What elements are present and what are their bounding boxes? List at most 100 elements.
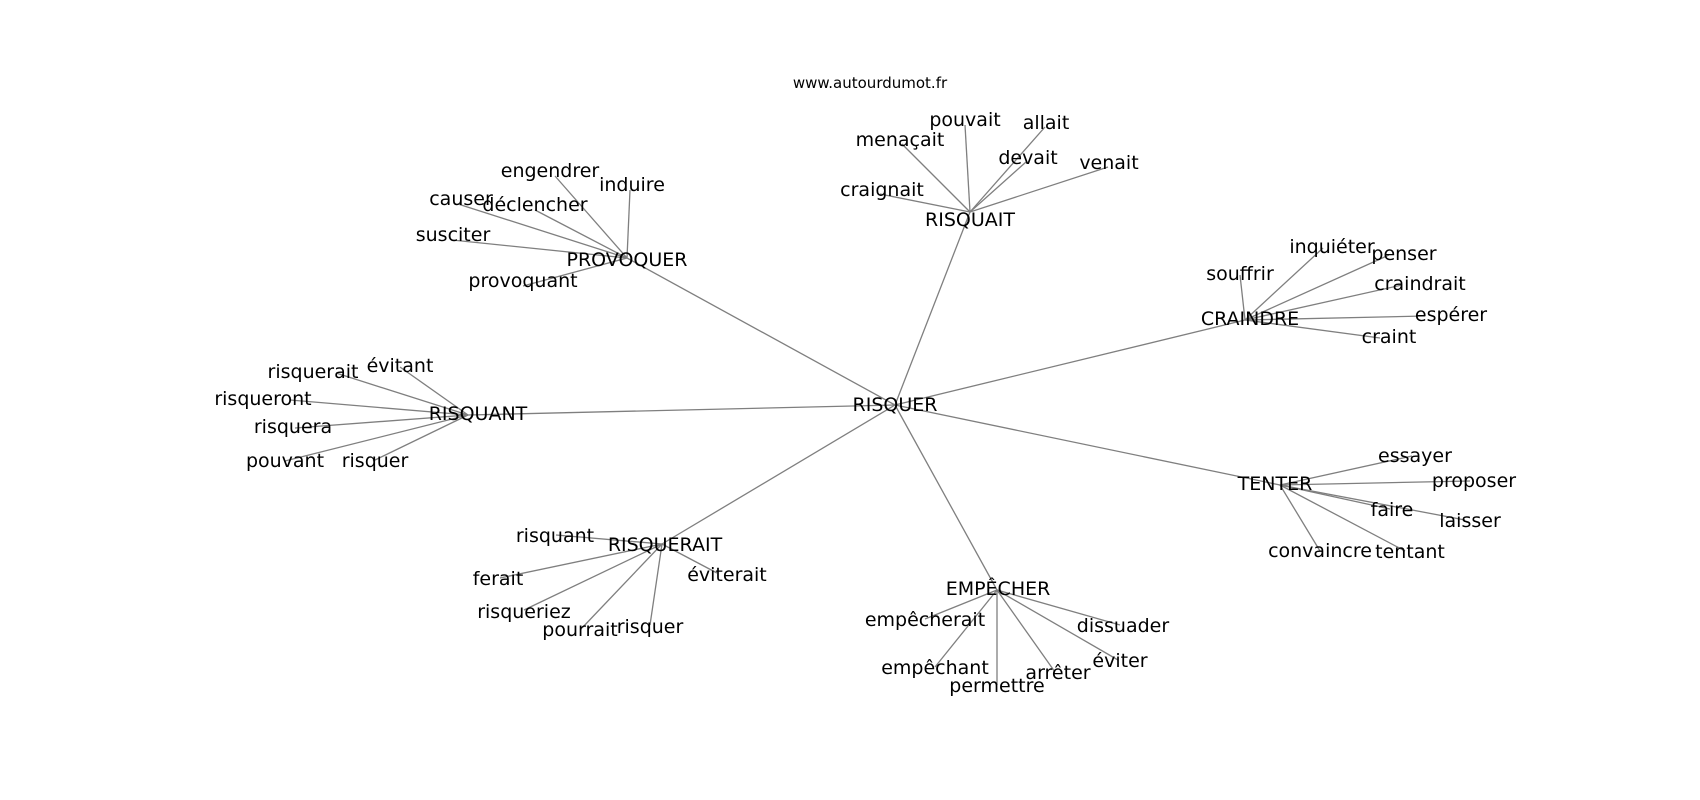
edge-risquait-leaf-2: [969, 126, 1046, 213]
leaf-node-empecher-2: éviter: [1092, 650, 1147, 672]
leaf-node-risquerait-3: risqueriez: [477, 601, 571, 623]
edge-tenter-leaf-1: [1279, 480, 1471, 486]
edge-tenter-leaf-4: [1279, 484, 1321, 552]
edge-center-empecher: [894, 404, 998, 591]
edges-layer: [284, 124, 1471, 685]
edge-center-provoquer: [626, 257, 896, 406]
leaf-node-empecher-3: empêchant: [881, 657, 989, 679]
edge-provoquer-leaf-2: [457, 203, 628, 259]
leaf-node-risquant-2: risqueront: [214, 388, 311, 410]
edge-risquant-leaf-1: [399, 366, 469, 416]
leaf-node-risquait-1: pouvait: [929, 109, 1000, 131]
leaf-node-risquait-0: menaçait: [856, 129, 945, 151]
leaf-node-empecher-0: empêcherait: [865, 609, 985, 631]
leaf-node-provoquer-2: causer: [429, 188, 493, 210]
edge-risquant-leaf-3: [294, 414, 469, 429]
leaf-node-risquant-3: risquera: [254, 416, 332, 438]
edge-tenter-leaf-0: [1279, 455, 1413, 486]
leaf-node-empecher-5: permettre: [949, 675, 1044, 697]
edge-tenter-leaf-3: [1279, 484, 1466, 521]
leaf-node-risquant-4: pouvant: [246, 450, 324, 472]
edge-risquerait-leaf-5: [649, 543, 663, 626]
edge-provoquer-leaf-4: [451, 239, 628, 259]
edge-craindre-leaf-4: [1244, 315, 1426, 321]
edge-risquait-leaf-3: [969, 161, 1027, 213]
leaf-node-risquait-5: craignait: [840, 179, 924, 201]
leaf-node-tenter-2: faire: [1371, 499, 1414, 521]
hub-node-tenter: TENTER: [1237, 473, 1313, 495]
leaf-node-provoquer-1: induire: [599, 174, 665, 196]
leaf-node-tenter-5: tentant: [1375, 541, 1445, 563]
edge-risquerait-leaf-2: [661, 543, 718, 574]
edge-craindre-leaf-0: [1244, 247, 1324, 321]
edge-risquant-leaf-2: [289, 399, 469, 416]
leaf-node-risquait-3: devait: [998, 147, 1057, 169]
leaf-node-risquerait-5: risquer: [617, 616, 684, 638]
hub-node-provoquer: PROVOQUER: [567, 249, 688, 271]
edge-empecher-leaf-2: [996, 589, 1119, 661]
edge-empecher-leaf-1: [996, 589, 1121, 626]
edge-provoquer-leaf-1: [626, 189, 631, 259]
hub-node-risquant: RISQUANT: [429, 403, 528, 425]
hub-node-risquait: RISQUAIT: [925, 209, 1015, 231]
edge-provoquer-leaf-5: [522, 257, 628, 287]
leaf-node-tenter-3: laisser: [1439, 510, 1501, 532]
edge-craindre-leaf-2: [1239, 274, 1246, 321]
leaf-node-risquant-5: risquer: [342, 450, 409, 472]
leaf-node-tenter-1: proposer: [1432, 470, 1516, 492]
edge-risquant-leaf-4: [284, 414, 469, 462]
leaf-node-tenter-0: essayer: [1378, 445, 1452, 467]
edge-craindre-leaf-3: [1244, 284, 1403, 321]
leaf-node-craindre-0: inquiéter: [1289, 236, 1375, 258]
leaf-node-empecher-1: dissuader: [1077, 615, 1170, 637]
edge-center-risquerait: [661, 404, 896, 545]
edge-risquait-leaf-5: [879, 193, 971, 213]
leaf-node-risquerait-0: risquant: [516, 525, 594, 547]
hub-node-empecher: EMPÊCHER: [946, 577, 1051, 600]
edge-center-craindre: [894, 319, 1246, 406]
leaf-node-risquerait-2: éviterait: [687, 564, 767, 586]
edge-risquant-leaf-5: [372, 414, 469, 462]
leaf-node-tenter-4: convaincre: [1268, 540, 1372, 562]
leaf-node-risquerait-4: pourrait: [542, 619, 617, 641]
leaf-node-provoquer-4: susciter: [416, 224, 491, 246]
edge-risquant-leaf-0: [335, 372, 469, 416]
edge-risquait-leaf-4: [969, 166, 1109, 213]
leaf-node-craindre-4: espérer: [1415, 304, 1487, 326]
edge-provoquer-leaf-3: [534, 209, 628, 259]
edge-empecher-leaf-3: [934, 589, 998, 668]
edge-center-tenter: [894, 404, 1281, 486]
edge-risquerait-leaf-1: [499, 543, 663, 579]
leaf-node-empecher-4: arrêter: [1025, 662, 1090, 684]
source-watermark: www.autourdumot.fr: [793, 74, 948, 92]
edge-center-risquait: [894, 211, 971, 406]
edge-risquait-leaf-0: [901, 143, 971, 213]
leaf-node-risquait-2: allait: [1023, 112, 1070, 134]
edge-tenter-leaf-5: [1279, 484, 1406, 552]
edge-craindre-leaf-5: [1244, 319, 1381, 339]
edge-risquait-leaf-1: [964, 124, 971, 213]
edge-risquerait-leaf-3: [523, 543, 663, 611]
hub-node-craindre: CRAINDRE: [1201, 308, 1299, 330]
leaf-node-craindre-5: craint: [1362, 326, 1417, 348]
edge-center-risquant: [467, 404, 896, 416]
leaf-node-provoquer-5: provoquant: [468, 270, 577, 292]
edge-craindre-leaf-1: [1244, 254, 1390, 321]
edge-risquerait-leaf-4: [581, 543, 663, 629]
leaf-node-provoquer-3: déclencher: [482, 194, 587, 216]
leaf-node-risquant-1: évitant: [367, 355, 434, 377]
leaf-node-provoquer-0: engendrer: [501, 160, 600, 182]
leaf-node-craindre-3: craindrait: [1374, 273, 1465, 295]
leaf-node-craindre-2: souffrir: [1206, 263, 1274, 285]
edge-provoquer-leaf-0: [554, 175, 628, 259]
center-node-label: RISQUER: [853, 394, 938, 416]
leaf-node-risquait-4: venait: [1079, 152, 1138, 174]
leaf-node-risquerait-1: ferait: [473, 568, 524, 590]
hub-node-risquerait: RISQUERAIT: [608, 534, 723, 556]
leaf-node-risquant-0: risquerait: [268, 361, 359, 383]
edge-empecher-leaf-0: [924, 589, 998, 620]
edge-risquerait-leaf-0: [555, 534, 663, 545]
leaf-node-craindre-1: penser: [1371, 243, 1436, 265]
